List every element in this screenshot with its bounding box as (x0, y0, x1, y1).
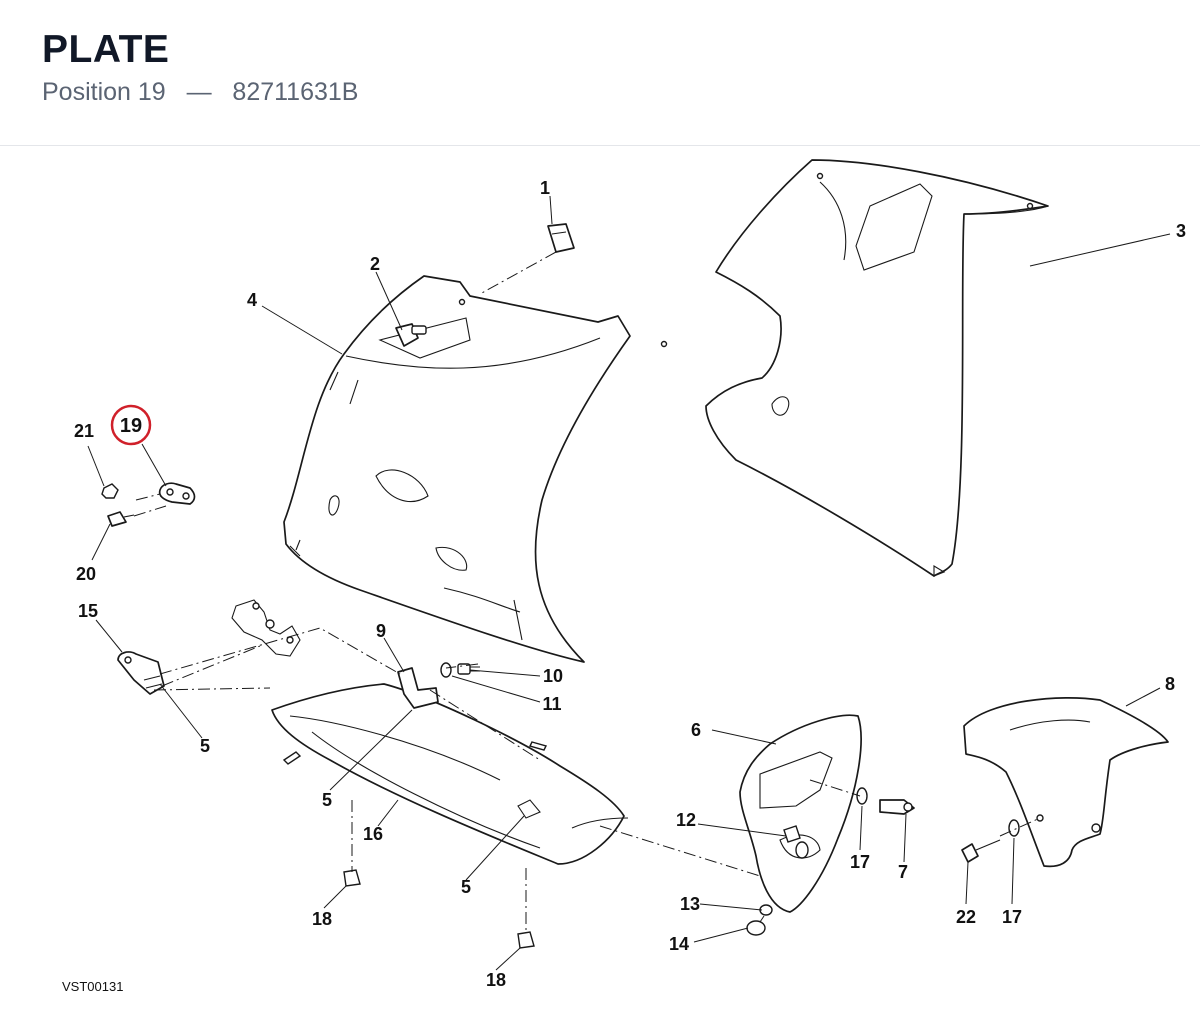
part-14-grommet[interactable] (746, 920, 766, 936)
page-title: PLATE (42, 28, 170, 71)
part-12-screw[interactable] (783, 825, 809, 859)
part-21-nut[interactable] (101, 483, 119, 499)
leader-lines (87, 195, 1171, 971)
part-8-rear-bracket[interactable] (963, 697, 1169, 868)
position-label: Position 19 (42, 78, 166, 106)
page-subtitle: Position 19 — 82711631B (42, 78, 358, 107)
part-11-washer[interactable] (440, 662, 452, 678)
linkage-assembly (231, 599, 301, 657)
label-10[interactable]: 10 (543, 666, 563, 686)
label-22[interactable]: 22 (956, 907, 976, 927)
label-5-left[interactable]: 5 (200, 736, 210, 756)
label-11[interactable]: 11 (542, 694, 561, 714)
label-18-left[interactable]: 18 (312, 909, 332, 929)
label-19[interactable]: 19 (120, 415, 142, 437)
part-17-washer-a[interactable] (856, 787, 868, 805)
label-18-lower[interactable]: 18 (486, 970, 506, 990)
label-5-lower[interactable]: 5 (461, 877, 471, 897)
part-1-clip[interactable] (547, 223, 575, 253)
callout-labels: 1 2 3 4 19 21 20 15 5 9 10 11 5 16 5 18 … (74, 178, 1186, 990)
part-22-screw[interactable] (961, 839, 1001, 863)
part-4-inner-panel[interactable] (283, 275, 668, 663)
label-15[interactable]: 15 (78, 601, 98, 621)
label-13[interactable]: 13 (680, 894, 700, 914)
label-14[interactable]: 14 (669, 934, 689, 954)
part-7-screw[interactable] (879, 799, 915, 815)
part-19-plate[interactable] (158, 482, 196, 505)
label-6[interactable]: 6 (691, 720, 701, 740)
part-20-screw[interactable] (107, 511, 135, 527)
part-18-bushing-b[interactable] (517, 931, 535, 949)
part-16-belly-pan[interactable] (271, 683, 629, 865)
label-16[interactable]: 16 (363, 824, 383, 844)
label-9[interactable]: 9 (376, 621, 386, 641)
label-17-center[interactable]: 17 (850, 852, 870, 872)
label-2[interactable]: 2 (370, 254, 380, 274)
subtitle-separator: — (186, 78, 212, 106)
part-18-bushing-a[interactable] (343, 869, 361, 887)
label-12[interactable]: 12 (676, 810, 696, 830)
label-3[interactable]: 3 (1176, 221, 1186, 241)
label-5-center[interactable]: 5 (322, 790, 332, 810)
part-6-side-panel[interactable] (739, 714, 862, 913)
assembly-lines (133, 251, 1041, 932)
part-17-washer-b[interactable] (1008, 819, 1020, 837)
label-7[interactable]: 7 (898, 862, 908, 882)
label-8[interactable]: 8 (1165, 674, 1175, 694)
page-header: PLATE Position 19 — 82711631B (0, 0, 1200, 146)
label-20[interactable]: 20 (76, 564, 96, 584)
label-1[interactable]: 1 (540, 178, 550, 198)
part-number: 82711631B (232, 78, 359, 106)
position-19-highlight-ring[interactable] (110, 404, 152, 446)
part-15-bracket[interactable] (117, 651, 165, 695)
label-4[interactable]: 4 (247, 290, 257, 310)
drawing-code: VST00131 (62, 979, 123, 994)
label-21[interactable]: 21 (74, 421, 94, 441)
label-17-right[interactable]: 17 (1002, 907, 1022, 927)
part-3-outer-fairing[interactable] (705, 159, 1049, 577)
